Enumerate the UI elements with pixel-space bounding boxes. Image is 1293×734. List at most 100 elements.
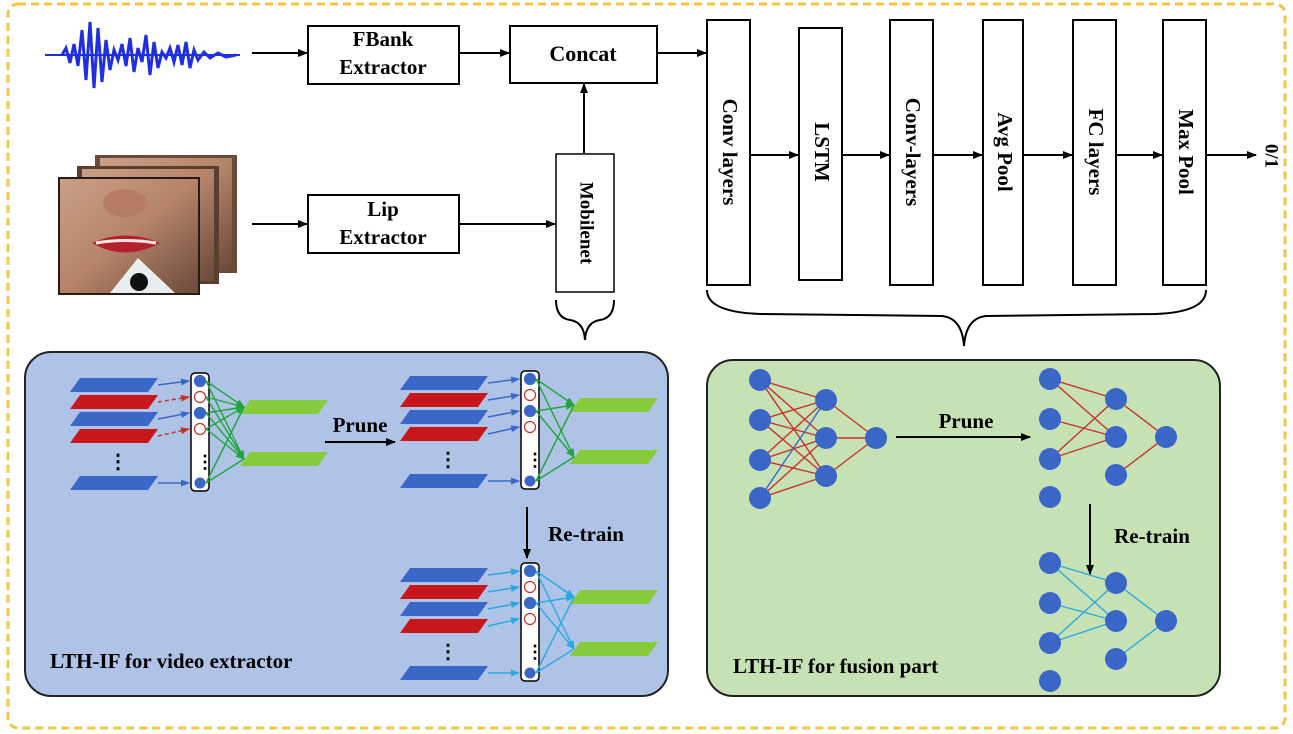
connection-edge — [1049, 378, 1117, 438]
input-arrow — [487, 601, 520, 610]
fusion-retrain-label: Re-train — [1114, 524, 1190, 548]
audio-waveform-icon — [45, 21, 240, 89]
input-arrow — [487, 425, 520, 435]
neuron — [1105, 648, 1127, 670]
output-label: 0/1 — [1261, 144, 1282, 168]
connection-edge — [759, 379, 827, 439]
neuron — [1039, 408, 1061, 430]
connection-edge — [535, 602, 575, 650]
feature-slice — [400, 393, 488, 407]
feature-slice — [400, 376, 488, 390]
feature-slice — [70, 412, 158, 426]
outer-dashed-frame — [6, 2, 1287, 730]
pruned-neuron — [193, 422, 207, 436]
pruned-neuron — [523, 420, 537, 434]
neuron — [749, 409, 771, 431]
connection-edge — [535, 404, 575, 482]
neuron — [524, 475, 536, 487]
video-net-pruned: ⋮⋮ — [400, 370, 658, 490]
connection-edge — [535, 594, 575, 604]
pruned-neuron — [523, 388, 537, 402]
concat-box: Concat — [509, 25, 658, 84]
fbank-label-line2: Extractor — [339, 55, 426, 79]
output-slice — [570, 642, 658, 656]
neuron — [193, 406, 207, 420]
fusion-part-panel — [706, 359, 1221, 697]
neuron — [815, 389, 837, 411]
connection-edge — [759, 379, 827, 477]
neuron — [1039, 368, 1061, 390]
connection-edge — [1049, 562, 1117, 622]
connection-edge — [1049, 602, 1117, 622]
neuron — [1039, 448, 1061, 470]
layer-box-fc-layers: FC layers — [1072, 19, 1117, 286]
neuron — [1105, 388, 1127, 410]
neuron — [1155, 426, 1177, 448]
input-arrow — [487, 584, 520, 593]
feature-slice — [400, 474, 488, 488]
connection-edge — [759, 437, 827, 499]
pruned-neuron — [193, 390, 207, 404]
video-net-retrained: ⋮⋮ — [400, 562, 658, 682]
brace-mobilenet — [555, 299, 615, 341]
layer-box-lstm: LSTM — [798, 27, 843, 281]
concat-label: Concat — [549, 41, 617, 66]
layer-box-conv-layers-2: Conv-layers — [889, 19, 934, 286]
feature-slice — [400, 602, 488, 616]
neuron — [1039, 670, 1061, 692]
ellipsis-dots: ⋮ — [438, 449, 458, 471]
connection-edge — [535, 596, 575, 674]
input-arrow — [157, 378, 190, 386]
neuron — [1039, 552, 1061, 574]
feature-slice — [400, 568, 488, 582]
feature-slice — [400, 427, 488, 441]
input-arrow — [487, 409, 520, 418]
ellipsis-dots: ⋮ — [438, 641, 458, 663]
neuron — [1039, 486, 1061, 508]
input-arrow — [487, 617, 520, 627]
video-panel-title: LTH-IF for video extractor — [50, 649, 292, 673]
neuron — [194, 477, 206, 489]
layer-box-max-pool: Max Pool — [1162, 19, 1207, 286]
neuron — [815, 427, 837, 449]
connection-edge — [1049, 398, 1117, 460]
feature-slice — [70, 429, 158, 443]
feature-slice — [400, 585, 488, 599]
connection-edge — [1049, 582, 1117, 644]
neuron-ellipsis: ⋮ — [526, 450, 544, 470]
neuron — [523, 564, 537, 578]
video-net-original: ⋮⋮ — [70, 372, 328, 492]
input-arrow — [157, 394, 190, 403]
ellipsis-dots: ⋮ — [108, 451, 128, 473]
feature-slice — [70, 395, 158, 409]
output-slice — [570, 450, 658, 464]
connection-edge — [759, 379, 827, 401]
fusion-prune-label: Prune — [939, 409, 994, 433]
connection-edge — [759, 399, 827, 461]
connection-edge — [205, 406, 245, 430]
feature-slice — [70, 476, 158, 490]
neuron — [1155, 610, 1177, 632]
neuron — [749, 487, 771, 509]
layer-label-conv-layers-2: Conv-layers — [901, 98, 925, 207]
layer-label-lstm: LSTM — [810, 122, 834, 182]
connection-edge — [1049, 620, 1117, 644]
neuron — [815, 465, 837, 487]
neuron — [193, 374, 207, 388]
connection-edge — [759, 475, 827, 499]
connection-edge — [205, 406, 245, 484]
neuron — [1105, 464, 1127, 486]
fbank-label-line1: FBank — [353, 27, 414, 51]
connection-edge — [1049, 378, 1117, 400]
neuron — [523, 596, 537, 610]
layer-label-conv-layers: Conv layers — [718, 99, 742, 206]
neuron — [1105, 610, 1127, 632]
brace-fusion-layers — [706, 289, 1207, 347]
fbank-extractor-box: FBank Extractor — [307, 25, 460, 85]
feature-slice — [70, 378, 158, 392]
connection-edge — [535, 456, 575, 482]
layer-box-avg-pool: Avg Pool — [982, 19, 1024, 286]
video-prune-label: Prune — [333, 413, 388, 437]
fusion-net-pruned — [1039, 368, 1177, 508]
